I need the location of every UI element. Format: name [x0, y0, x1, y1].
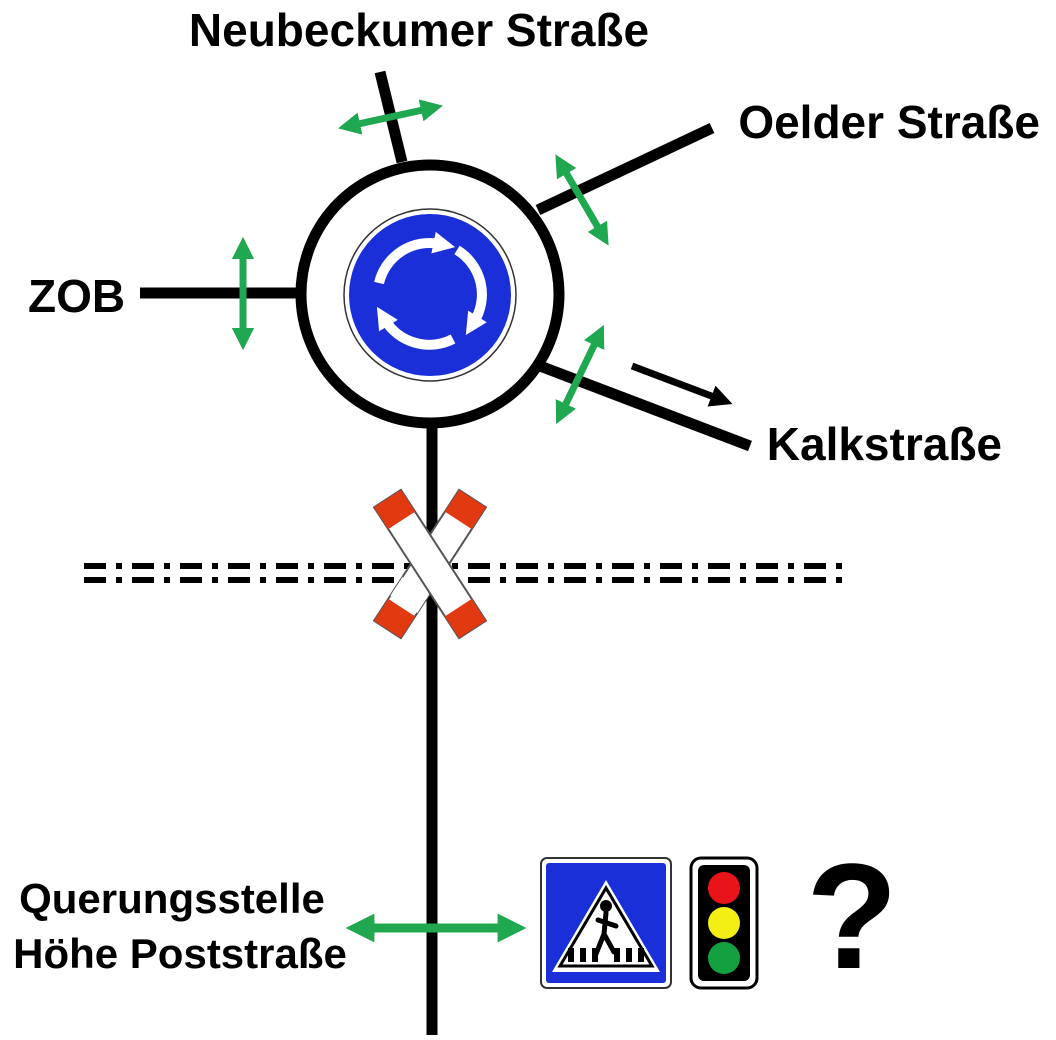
label-crossing-line2: Höhe Poststraße — [13, 930, 347, 977]
label-neubeckumer: Neubeckumer Straße — [189, 4, 649, 56]
railway-track — [84, 563, 845, 583]
pedestrian-crossing-sign-icon — [540, 857, 672, 989]
arrow-north — [338, 99, 443, 135]
label-oelder: Oelder Straße — [738, 96, 1040, 148]
st-andrews-cross-icon — [372, 488, 488, 640]
question-mark-icon: ? — [806, 832, 898, 1000]
label-zob: ZOB — [28, 270, 125, 322]
traffic-light-icon — [689, 856, 759, 990]
roundabout-sign-icon — [343, 208, 517, 382]
label-kalk: Kalkstraße — [767, 418, 1002, 470]
road-kalk — [538, 360, 752, 452]
arrow-kalk — [555, 324, 605, 425]
direction-arrow-kalk — [630, 362, 733, 407]
label-crossing-line1: Querungsstelle — [19, 875, 325, 922]
crossing-arrows — [231, 99, 609, 943]
arrow-oelder — [555, 154, 609, 246]
